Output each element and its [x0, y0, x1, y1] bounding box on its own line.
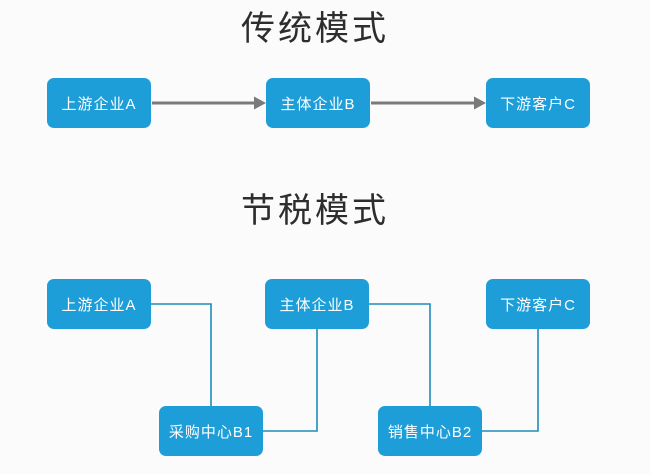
taxsaving-mode-title: 节税模式 [241, 192, 389, 230]
node-traditional-main-b: 主体企业B [266, 78, 370, 128]
connector-main-b-to-purchase-b1 [263, 329, 318, 432]
node-traditional-upstream-a: 上游企业A [47, 78, 151, 128]
arrowhead-a-to-b-icon [254, 96, 266, 110]
arrowhead-b-to-c-icon [474, 96, 486, 110]
connector-main-b-to-sales-b2 [369, 303, 431, 406]
node-traditional-downstream-c: 下游客户C [486, 78, 590, 128]
node-taxsaving-downstream-c: 下游客户C [486, 279, 590, 329]
node-taxsaving-purchase-center-b1: 采购中心B1 [159, 406, 263, 456]
connector-downstream-c-to-sales-b2 [482, 329, 539, 432]
node-taxsaving-sales-center-b2: 销售中心B2 [378, 406, 482, 456]
traditional-mode-title: 传统模式 [241, 10, 389, 48]
node-taxsaving-upstream-a: 上游企业A [47, 279, 151, 329]
connector-upstream-a-to-purchase-b1 [151, 303, 212, 406]
node-taxsaving-main-b: 主体企业B [265, 279, 369, 329]
